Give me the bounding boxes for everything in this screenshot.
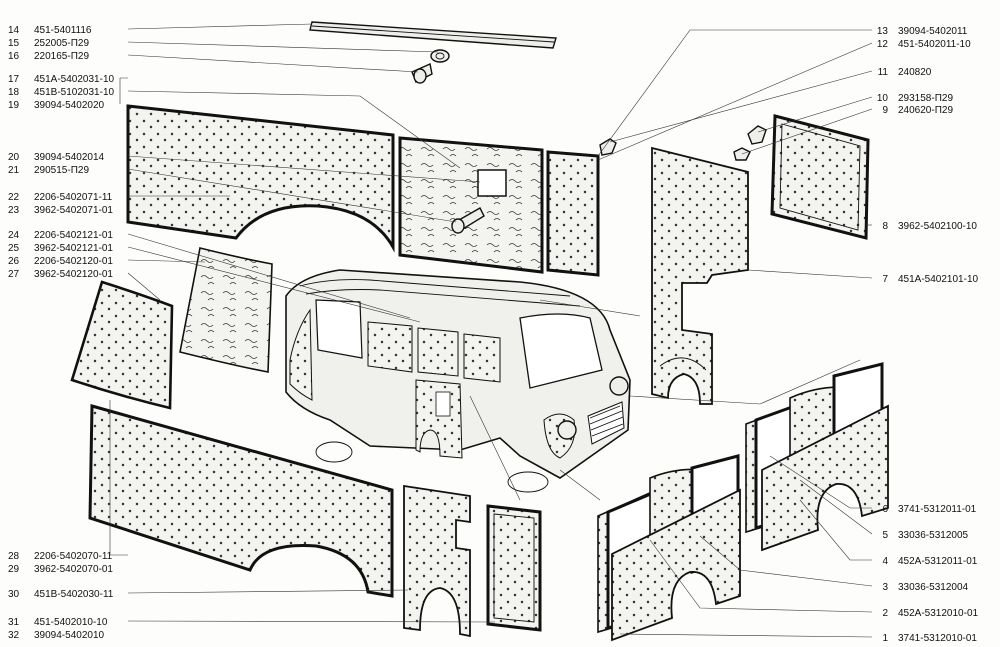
callout-part-code: 451А-5402031-10 <box>34 74 115 85</box>
front-door-panel-part <box>651 146 749 405</box>
callout-number: 19 <box>8 100 20 111</box>
callout-part-code: 451В-5102031-10 <box>34 87 115 98</box>
callout-part-code: 451А-5402101-10 <box>898 274 979 285</box>
callout-number: 23 <box>8 205 20 216</box>
callout-part-code: 3962-5402121-01 <box>34 243 113 254</box>
callout-part-code: 3741-5312010-01 <box>898 633 977 644</box>
roof-rail-part <box>309 21 557 49</box>
callout-part-code: 39094-5402010 <box>34 630 105 641</box>
middle-side-panel-part <box>398 136 544 274</box>
callout-part-code: 2206-5402120-01 <box>34 256 113 267</box>
wheel-arch-group-rear-part <box>745 362 889 552</box>
callout-number: 14 <box>8 25 20 36</box>
callout-number: 25 <box>8 243 20 254</box>
callout-number: 20 <box>8 152 20 163</box>
callout-part-code: 452А-5312011-01 <box>898 556 978 567</box>
callout-number: 21 <box>8 165 20 176</box>
rear-side-panel-part <box>126 104 395 253</box>
callout-part-code: 240620-П29 <box>898 105 953 116</box>
bolt-part <box>411 49 450 84</box>
callout-list-left: 14 451-5401116 15 252005-П29 16 220165-П29 17 4… <box>8 25 115 641</box>
callout-part-code: 240820 <box>898 67 932 78</box>
callout-number: 26 <box>8 256 20 267</box>
callout-number: 8 <box>882 221 888 232</box>
wheel-arch-group-front-part <box>597 454 741 642</box>
callout-number: 2 <box>882 608 888 619</box>
door-window-panel-part <box>770 114 870 240</box>
callout-number: 32 <box>8 630 20 641</box>
door-arch-panel-part <box>403 484 471 638</box>
leader-lines <box>109 23 873 638</box>
callout-part-code: 3962-5402071-01 <box>34 205 113 216</box>
callout-part-code: 252005-П29 <box>34 38 89 49</box>
callout-part-code: 220165-П29 <box>34 51 89 62</box>
callout-number: 28 <box>8 551 20 562</box>
callout-number: 5 <box>882 530 888 541</box>
callout-part-code: 3962-5402070-01 <box>34 564 113 575</box>
callout-part-code: 2206-5402070-11 <box>34 551 113 562</box>
door-clips-part <box>733 125 767 161</box>
callout-part-code: 293158-П29 <box>898 93 953 104</box>
callout-part-code: 451-5402010-10 <box>34 617 108 628</box>
callout-part-code: 2206-5402071-11 <box>34 192 113 203</box>
callout-number: 7 <box>882 274 888 285</box>
callout-part-code: 33036-5312005 <box>898 530 969 541</box>
callout-part-code: 290515-П29 <box>34 165 89 176</box>
callout-number: 4 <box>882 556 888 567</box>
clip-part <box>599 138 617 156</box>
callout-number: 31 <box>8 617 20 628</box>
callout-number: 13 <box>877 26 889 37</box>
callout-part-code: 2206-5402121-01 <box>34 230 113 241</box>
curved-window-panel-lower-part <box>70 280 174 410</box>
callout-number: 17 <box>8 74 20 85</box>
callout-number: 3 <box>882 582 888 593</box>
callout-part-code: 451В-5402030-11 <box>34 589 114 600</box>
vehicle-body <box>285 269 631 493</box>
callout-number: 11 <box>878 67 889 78</box>
callout-part-code: 3962-5402120-01 <box>34 269 113 280</box>
callout-part-code: 39094-5402020 <box>34 100 105 111</box>
callout-number: 6 <box>882 504 888 515</box>
callout-number: 18 <box>8 87 20 98</box>
narrow-panel-part <box>546 150 600 277</box>
callout-number: 22 <box>8 192 20 203</box>
lower-side-panel-part <box>88 404 394 598</box>
framed-door-panel-part <box>486 504 542 632</box>
callout-part-code: 3962-5402100-10 <box>898 221 977 232</box>
callout-number: 9 <box>882 105 888 116</box>
callout-number: 27 <box>8 269 20 280</box>
callout-number: 10 <box>877 93 889 104</box>
callout-number: 29 <box>8 564 20 575</box>
panel-screw-part <box>450 207 485 234</box>
callout-part-code: 451-5401116 <box>34 25 92 36</box>
callout-number: 16 <box>8 51 20 62</box>
callout-number: 15 <box>8 38 20 49</box>
callout-number: 1 <box>882 633 888 644</box>
callout-part-code: 39094-5402011 <box>898 26 968 37</box>
callout-part-code: 451-5402011-10 <box>898 39 971 50</box>
callout-part-code: 3741-5312011-01 <box>898 504 977 515</box>
callout-part-code: 39094-5402014 <box>34 152 105 163</box>
callout-part-code: 452А-5312010-01 <box>898 608 979 619</box>
callout-part-code: 33036-5312004 <box>898 582 969 593</box>
callout-number: 12 <box>877 39 889 50</box>
curved-window-panel-upper-part <box>179 247 273 373</box>
callout-number: 30 <box>8 589 20 600</box>
callout-number: 24 <box>8 230 20 241</box>
